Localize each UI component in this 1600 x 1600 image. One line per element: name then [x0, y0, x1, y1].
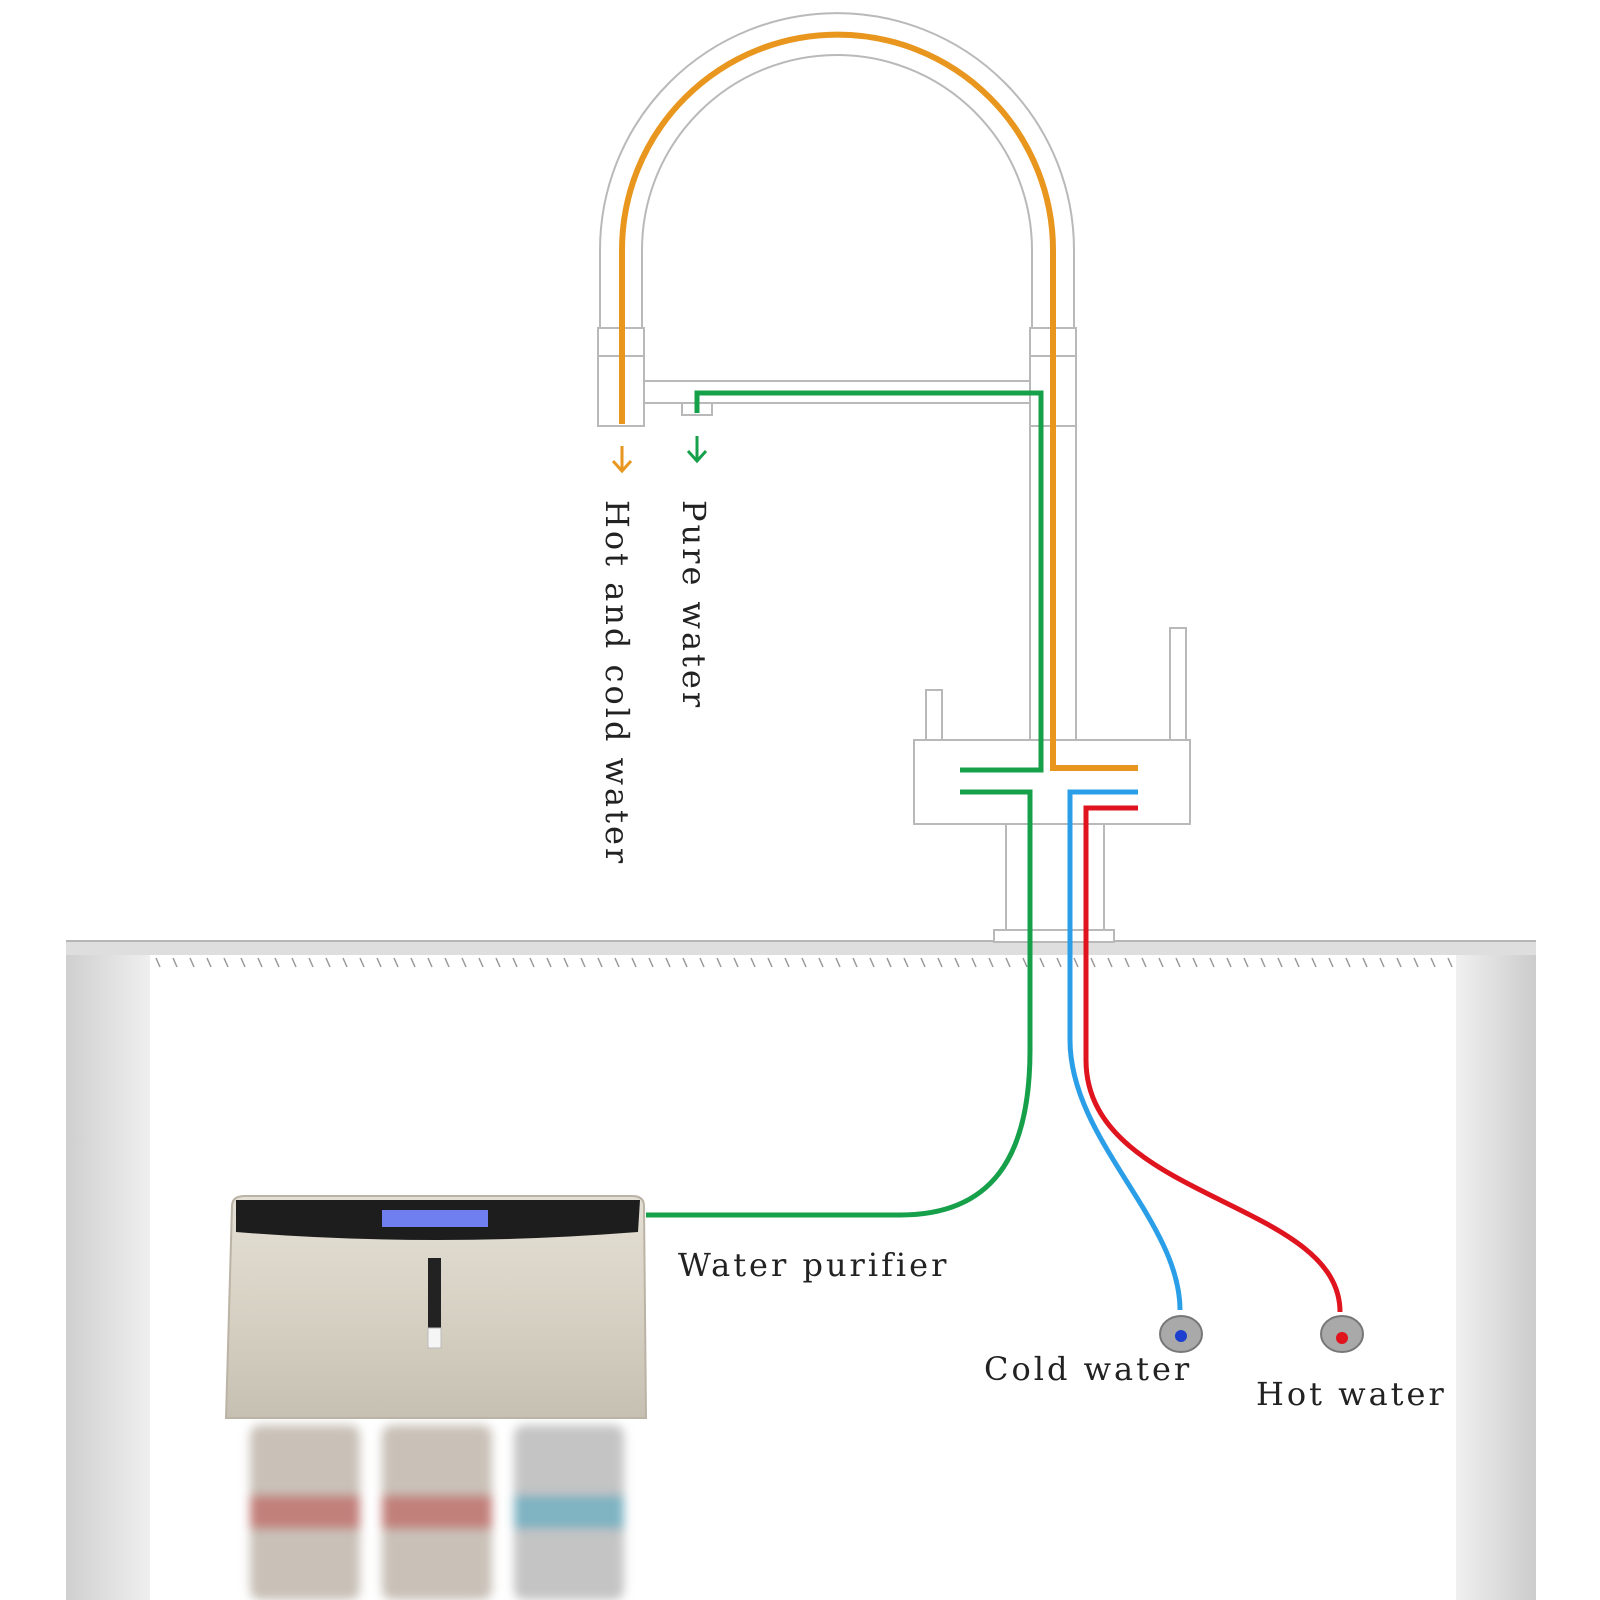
faucet: [597, 12, 1191, 943]
down-arrow-icon: [611, 446, 633, 474]
hot-and-cold-water-line: [619, 31, 1138, 771]
pure-water-label: Pure water: [675, 500, 713, 711]
water-purifier-label: Water purifier: [678, 1246, 950, 1284]
counter-hatch: [155, 957, 1453, 968]
water-purifier-unit: [224, 1195, 648, 1600]
down-arrow-icon: [686, 436, 708, 464]
pure-water-line: [646, 789, 1033, 1218]
filter-cartridges: [250, 1425, 624, 1600]
cold-water-label: Cold water: [984, 1350, 1193, 1388]
pure-water-line-outlet: [694, 390, 1044, 773]
valve-icon: [1320, 1315, 1364, 1353]
hot-and-cold-water-label: Hot and cold water: [598, 500, 636, 867]
hot-water-label: Hot water: [1256, 1375, 1447, 1413]
valve-icon: [1159, 1315, 1203, 1353]
hot-water-line: [1083, 805, 1343, 1313]
cold-water-line: [1067, 789, 1183, 1311]
